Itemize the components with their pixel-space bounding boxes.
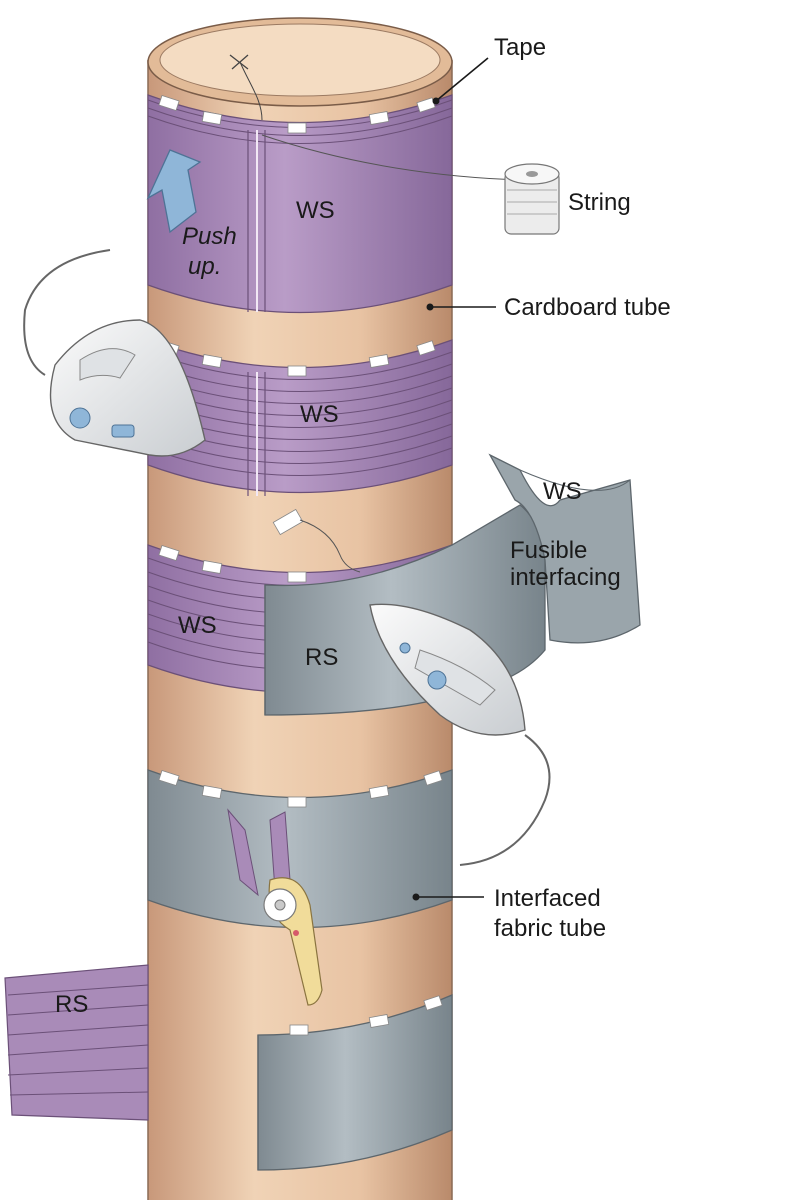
label-string: String (568, 189, 631, 216)
label-fusible-2: interfacing (510, 564, 621, 591)
push-up-arrow-icon (146, 149, 202, 234)
label-ws-second: WS (300, 401, 339, 428)
label-rs-third: RS (305, 644, 338, 671)
leader-cardboard (426, 303, 496, 311)
leader-tape (432, 57, 489, 105)
label-cardboard-tube: Cardboard tube (504, 294, 671, 321)
label-push-up-1: Push (182, 223, 237, 250)
label-fusible-1: Fusible (510, 537, 587, 564)
label-ws-third: WS (178, 612, 217, 639)
tube-opening (147, 17, 453, 121)
label-interfaced-1: Interfaced (494, 885, 601, 912)
leader-interfaced (412, 893, 484, 901)
iron-left (23, 249, 206, 457)
label-push-up-2: up. (188, 253, 221, 280)
string-spool (261, 134, 560, 235)
label-interfaced-2: fabric tube (494, 915, 606, 942)
label-rs-strip: RS (55, 991, 88, 1018)
fabric-band-bottom (257, 994, 453, 1171)
label-tape: Tape (494, 34, 546, 61)
label-ws-flap: WS (543, 478, 582, 505)
rotary-cutter (263, 877, 323, 1006)
interfaced-fabric-tube (147, 769, 453, 929)
tape-piece-loose (272, 508, 361, 573)
label-ws-top: WS (296, 197, 335, 224)
fabric-strip-rs (4, 964, 149, 1121)
iron-right (369, 603, 551, 866)
fabric-band-top (147, 94, 453, 314)
fabric-band-second (147, 339, 453, 496)
